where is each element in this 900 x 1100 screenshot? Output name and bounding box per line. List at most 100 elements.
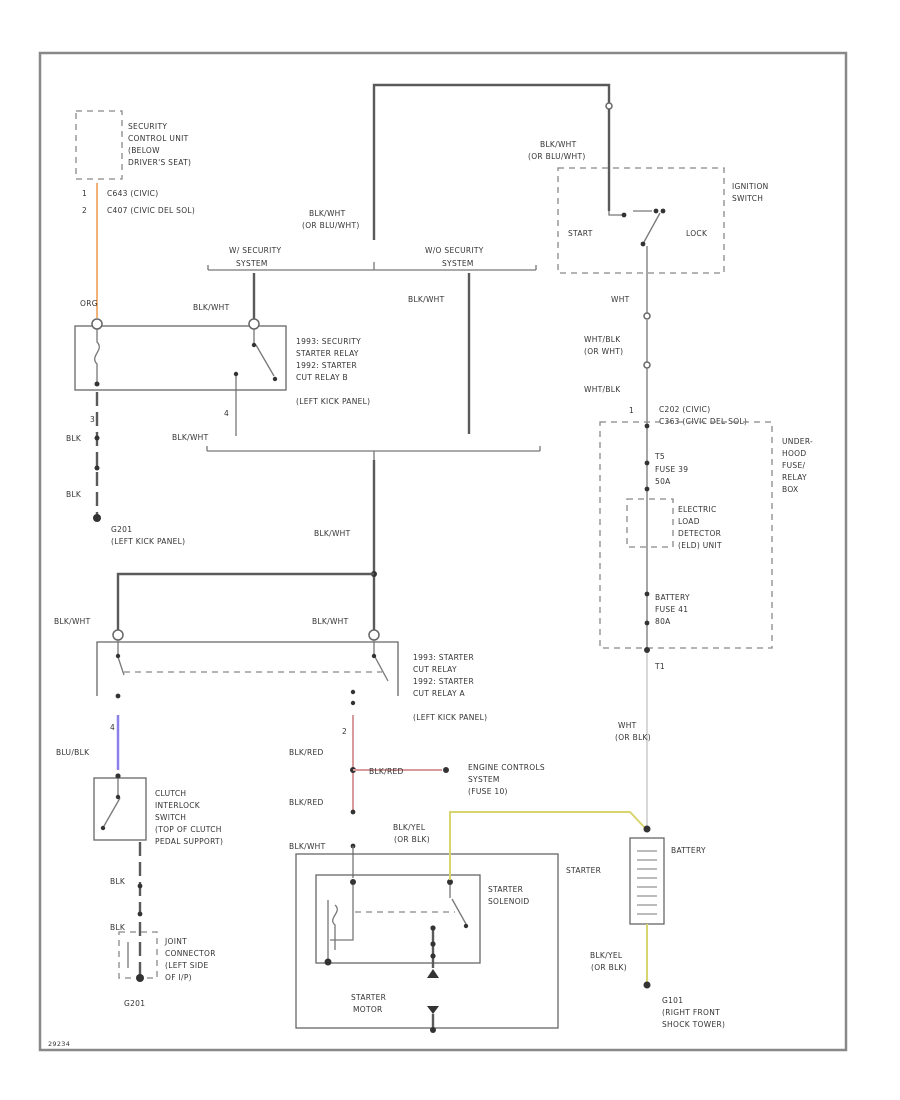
label-line: UNDER- — [782, 437, 813, 446]
security-control-unit-box — [75, 110, 123, 180]
pin-label: 3 — [90, 415, 95, 424]
pin-label: 4 — [224, 409, 229, 418]
starter-motor-label: STARTER MOTOR — [351, 993, 386, 1014]
ignition-switch-label: IGNITION SWITCH — [732, 182, 768, 203]
connector-dot — [644, 620, 650, 626]
label-line: JOINT — [164, 937, 187, 946]
wht-orblk-label: WHT (OR BLK) — [615, 721, 651, 742]
engine-controls-label: ENGINE CONTROLS SYSTEM (FUSE 10) — [468, 763, 545, 796]
label-line: BLK/YEL — [393, 823, 426, 832]
connector-dot — [324, 958, 332, 966]
connector-dot — [115, 794, 121, 800]
connector-dot — [137, 911, 143, 917]
eld-unit-label: ELECTRIC LOAD DETECTOR (ELD) UNIT — [678, 505, 722, 550]
connector-dot — [430, 953, 436, 959]
relay-switch-blade — [255, 344, 275, 377]
connector-dot — [371, 653, 377, 659]
wire-color-wht: WHT — [611, 295, 630, 304]
label-line: (BELOW — [128, 146, 160, 155]
label-line: SWITCH — [732, 194, 763, 203]
label-line: FUSE 41 — [655, 605, 688, 614]
label-line: 1993: STARTER — [413, 653, 474, 662]
label-line: WHT — [618, 721, 637, 730]
connector-ring — [368, 629, 380, 641]
ground-g101-label: G101 (RIGHT FRONT SHOCK TOWER) — [662, 996, 725, 1029]
yellow-battery-cable — [449, 811, 648, 880]
security-relay-label: 1993: SECURITY STARTER RELAY 1992: START… — [296, 337, 370, 406]
connector-dot — [137, 883, 143, 889]
terminal-label: T1 — [654, 662, 665, 671]
wire-color-blkred: BLK/RED — [289, 798, 324, 807]
connector-dot — [350, 689, 356, 695]
wire-color-whtblk: WHT/BLK — [584, 385, 621, 394]
clutch-branch-wire — [116, 572, 374, 630]
label-line: SECURITY — [128, 122, 167, 131]
connector-dot — [350, 879, 356, 885]
label-line: (OR BLK) — [394, 835, 430, 844]
wire-color-blkwht: BLK/WHT — [312, 617, 349, 626]
label-line: (TOP OF CLUTCH — [155, 825, 222, 834]
connector-dot — [621, 212, 627, 218]
pin-label: 2 — [342, 727, 347, 736]
label-line: CLUTCH — [155, 789, 186, 798]
connector-dot — [115, 693, 121, 699]
wire-color-blkwht: BLK/WHT — [172, 433, 209, 442]
label-line: (FUSE 10) — [468, 787, 508, 796]
label-line: SYSTEM — [442, 259, 474, 268]
battery-cells — [637, 850, 657, 915]
connector-dot — [644, 486, 650, 492]
label-line: (LEFT SIDE — [165, 961, 208, 970]
wire-color-blkred: BLK/RED — [369, 767, 404, 776]
label-line: WHT/BLK — [584, 335, 621, 344]
connector-dot — [430, 1027, 436, 1033]
label-line: HOOD — [782, 449, 806, 458]
connector-ring — [643, 361, 651, 369]
pin-label: 4 — [110, 723, 115, 732]
label-line: SOLENOID — [488, 897, 529, 906]
wo-security-label: W/O SECURITY SYSTEM — [425, 246, 484, 268]
wire-color-blk: BLK — [66, 434, 82, 443]
connector-ring — [643, 312, 651, 320]
connector-dot — [430, 925, 436, 931]
c202-label: C202 (CIVIC) C363 (CIVIC DEL SOL) — [659, 405, 747, 426]
security-starter-relay-box — [74, 325, 287, 391]
motor-arrow-bottom — [427, 1006, 439, 1014]
wire-color-blublk: BLU/BLK — [56, 748, 90, 757]
connector-dot — [447, 879, 453, 885]
eld-unit-box — [626, 498, 674, 548]
connector-dot — [136, 974, 144, 982]
wire-color-blkwht: BLK/WHT — [314, 529, 351, 538]
security-unit-label: SECURITY CONTROL UNIT (BELOW DRIVER'S SE… — [128, 122, 191, 167]
diagram-frame — [38, 51, 848, 1052]
w-security-label: W/ SECURITY SYSTEM — [229, 246, 282, 268]
label-line: RELAY — [782, 473, 807, 482]
top-loop-wire — [372, 83, 611, 240]
label-line: STARTER — [351, 993, 386, 1002]
battery-positive-terminal — [643, 825, 651, 833]
battery-label: BATTERY — [671, 846, 706, 855]
label-line: PEDAL SUPPORT) — [155, 837, 223, 846]
wire-color-blkwht: BLK/WHT — [408, 295, 445, 304]
label-line: (ELD) UNIT — [678, 541, 722, 550]
battery-fuse-label: BATTERY FUSE 41 80A — [655, 593, 690, 626]
label-line: SWITCH — [155, 813, 186, 822]
connector-dot — [94, 465, 100, 471]
label-line: W/ SECURITY — [229, 246, 282, 255]
label-line: CONNECTOR — [165, 949, 216, 958]
connector-dot — [272, 376, 278, 382]
label-line: STARTER RELAY — [296, 349, 359, 358]
connector-dot — [640, 241, 646, 247]
label-line: (RIGHT FRONT — [662, 1008, 720, 1017]
starter-solenoid-label: STARTER SOLENOID — [488, 885, 529, 906]
starter-cut-relay-box — [96, 641, 399, 696]
solenoid-pull-coil — [330, 885, 354, 941]
connector-dot — [94, 435, 100, 441]
connector-dot — [653, 208, 659, 214]
label-line: INTERLOCK — [155, 801, 201, 810]
blk-yel-ground-label: BLK/YEL (OR BLK) — [590, 951, 627, 972]
label-line: BLK/WHT — [540, 140, 577, 149]
ignition-start-contact — [608, 211, 622, 216]
connector-dot — [350, 700, 356, 706]
label-line: W/O SECURITY — [425, 246, 484, 255]
